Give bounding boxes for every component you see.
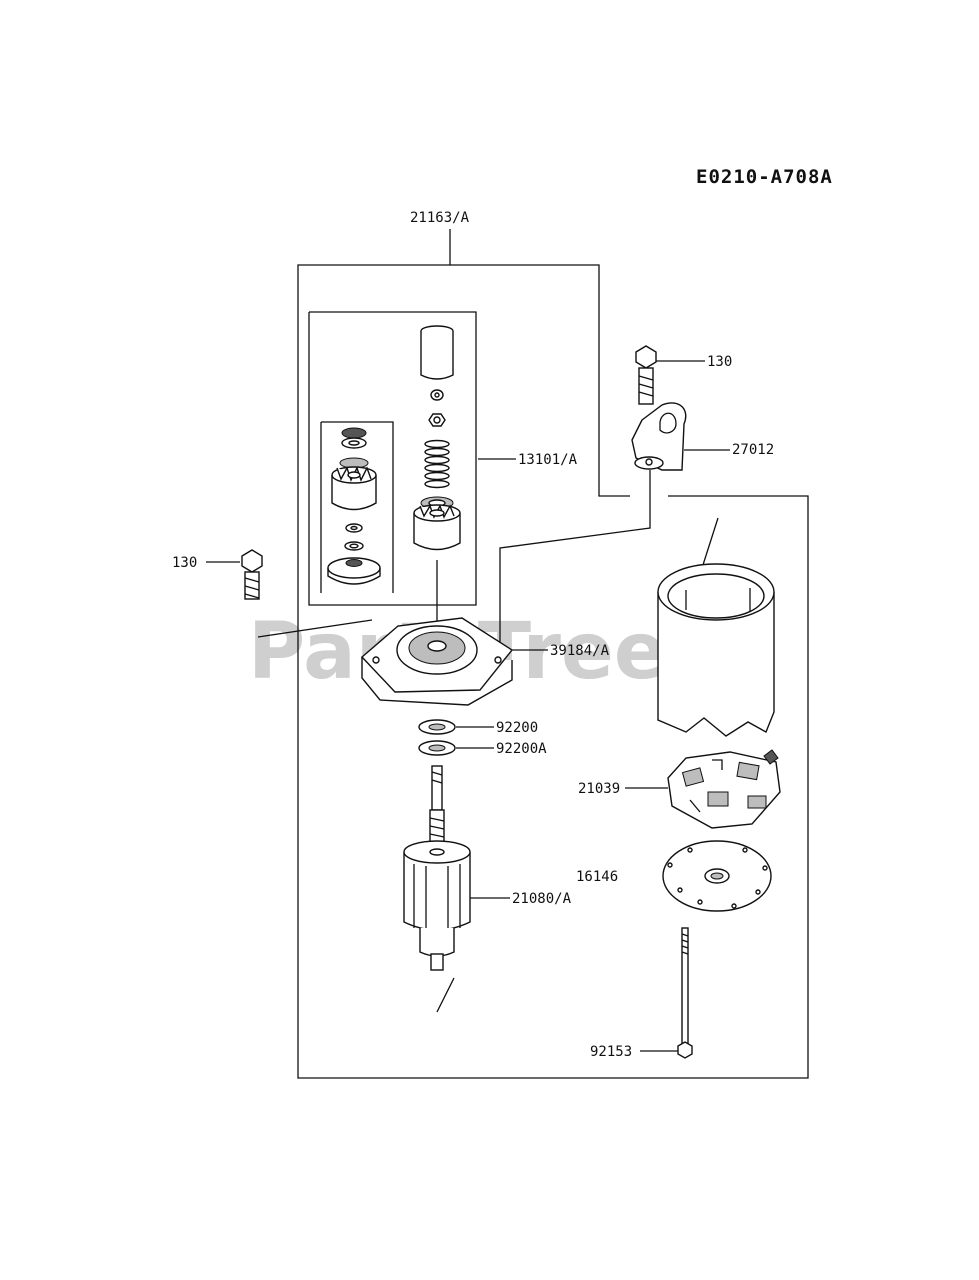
label-bracket: 27012 (732, 442, 774, 458)
yoke-housing-part (657, 563, 775, 737)
plate-part (662, 840, 772, 912)
bolt-left-part (241, 549, 263, 600)
label-bolt-left: 130 (172, 555, 197, 571)
assembly-outline (297, 229, 809, 1079)
leader-lines (206, 360, 730, 1052)
label-through-bolt: 92153 (590, 1044, 632, 1060)
label-armature: 21080/A (512, 891, 572, 907)
drive-kit-parts (413, 325, 461, 551)
through-bolt-part (677, 927, 693, 1059)
label-brush-holder: 21039 (578, 781, 620, 797)
label-assembly: 21163/A (410, 210, 470, 226)
label-drive-kit: 13101/A (518, 452, 578, 468)
label-washer-2: 92200A (496, 741, 547, 757)
label-bolt-top: 130 (707, 354, 732, 370)
armature-part (403, 765, 471, 971)
drive-kit-inner-parts (327, 427, 381, 585)
diagram-code: E0210-A708A (696, 166, 833, 188)
label-end-cover: 39184/A (550, 643, 610, 659)
washer-parts (418, 719, 456, 756)
label-plate: 16146 (576, 869, 618, 885)
brush-holder-part (667, 749, 781, 829)
end-cover-part (360, 617, 514, 706)
bracket-part (631, 402, 687, 471)
bolt-top-part (635, 345, 657, 405)
label-washer-1: 92200 (496, 720, 538, 736)
